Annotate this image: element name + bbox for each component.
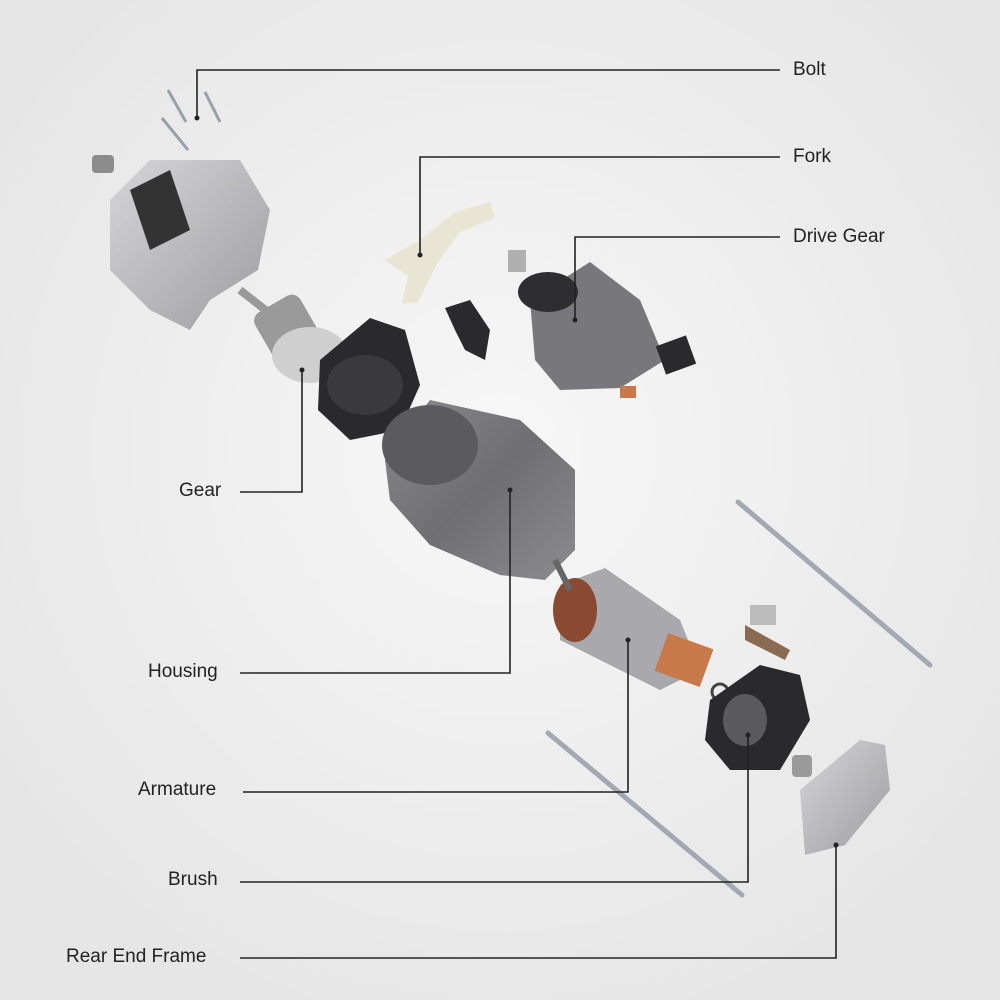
gear-part — [237, 286, 348, 383]
label-brush: Brush — [168, 869, 218, 890]
label-drive-gear: Drive Gear — [793, 226, 885, 247]
solenoid-part — [508, 250, 697, 398]
brush-part — [705, 605, 810, 770]
through-bolts-part — [545, 499, 933, 898]
label-bolt: Bolt — [793, 59, 826, 80]
label-housing: Housing — [148, 661, 218, 682]
housing-part — [382, 400, 575, 580]
leader-lines — [196, 69, 837, 959]
armature-part — [552, 558, 730, 702]
label-rear-end-frame: Rear End Frame — [66, 946, 207, 967]
fork-part — [385, 202, 495, 304]
bolts-part — [160, 89, 222, 151]
drive-end-housing-part — [92, 155, 270, 330]
planetary-housing-part — [318, 318, 420, 440]
label-fork: Fork — [793, 146, 831, 167]
rear-end-frame-part — [792, 740, 890, 855]
label-gear: Gear — [179, 480, 222, 501]
clip-part — [445, 300, 490, 360]
label-armature: Armature — [138, 779, 217, 800]
